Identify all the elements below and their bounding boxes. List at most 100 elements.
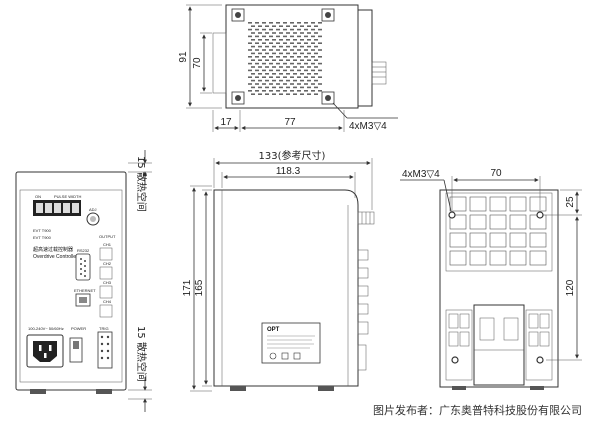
vent-slot — [276, 69, 280, 72]
vent-slot — [286, 45, 290, 48]
vent-slot — [286, 39, 290, 41]
vent-slot — [300, 86, 304, 89]
vent-slot — [272, 79, 276, 82]
panel-ethernet-label: ETHERNET — [74, 288, 96, 293]
vent-slot — [293, 86, 297, 89]
vent-slot — [293, 93, 297, 95]
vent-slot — [286, 66, 290, 68]
vent-slot — [300, 25, 304, 27]
vent-slot — [272, 32, 276, 34]
vent-slot — [283, 42, 287, 44]
vent-slot — [286, 32, 290, 34]
panel-pulse-width-label: PULSE WIDTH — [54, 194, 81, 199]
vent-slot — [283, 35, 287, 38]
output-channels: CH1 CH2 CH3 CH4 — [99, 242, 113, 318]
rib-cell — [449, 196, 467, 212]
vent-slot — [300, 45, 304, 48]
vent-slot — [314, 66, 318, 68]
back-view-frame — [445, 192, 553, 272]
vent-slot — [318, 35, 322, 38]
rib-cell — [529, 196, 547, 212]
vent-slot — [269, 56, 273, 58]
vent-slot — [311, 90, 315, 92]
vent-slot — [279, 52, 283, 55]
vent-slot — [265, 39, 269, 41]
vent-slot — [307, 59, 311, 61]
vent-slot — [262, 62, 266, 65]
vent-slot — [300, 39, 304, 41]
vent-slot — [307, 86, 311, 89]
vent-slot — [314, 86, 318, 89]
vent-slot — [290, 62, 294, 65]
dim-top-77: 77 — [284, 117, 296, 128]
vent-slot — [272, 73, 276, 75]
channel-label: CH1 — [103, 242, 112, 247]
vent-slot — [311, 62, 315, 65]
vent-slot — [251, 32, 255, 34]
vent-slot — [304, 56, 308, 58]
front-view: ON PULSE WIDTH ADJ EVT T900 EVT T900 超高速… — [15, 150, 152, 412]
product-label — [261, 322, 321, 364]
rib-cell — [489, 232, 507, 248]
screw-hole — [451, 356, 459, 364]
vent-slot — [276, 76, 280, 78]
vent-slot — [279, 86, 283, 89]
vent-slot — [269, 22, 273, 24]
vent-slot — [262, 83, 266, 85]
vent-slot — [279, 39, 283, 41]
channel-label: CH2 — [103, 261, 112, 266]
vent-slot — [258, 39, 262, 41]
back-lower-block — [445, 309, 473, 381]
channel-connector — [99, 285, 113, 299]
vent-slot — [258, 52, 262, 55]
vent-slot — [251, 45, 255, 48]
vent-slot — [307, 52, 311, 55]
vent-slot — [304, 22, 308, 24]
vent-slot — [300, 93, 304, 95]
vent-slot — [283, 83, 287, 85]
rib-cell — [529, 232, 547, 248]
vent-slot — [255, 62, 259, 65]
rib-cell — [449, 232, 467, 248]
side-view: OPT 133(参考尺寸) 118.3 171 165 — [182, 149, 375, 392]
vent-slot — [248, 62, 252, 65]
vent-slot — [262, 42, 266, 44]
vent-slot — [286, 25, 290, 27]
vent-slot — [304, 35, 308, 38]
panel-on-label: ON — [35, 194, 41, 199]
vent-slot — [297, 35, 301, 38]
vent-slot — [314, 93, 318, 95]
vent-slot — [262, 76, 266, 78]
vent-slot — [269, 83, 273, 85]
vent-slot — [272, 45, 276, 48]
vent-slot — [258, 59, 262, 61]
vent-slot — [262, 22, 266, 24]
rib-cell — [469, 250, 487, 266]
vent-slot — [300, 52, 304, 55]
panel-voltage-label: 100-240V~ 50/60Hz — [28, 326, 64, 331]
vent-slot — [248, 69, 252, 72]
vent-slot — [290, 76, 294, 78]
channel-connector — [99, 304, 113, 318]
vent-slot — [314, 25, 318, 27]
top-view-vent-grid — [248, 22, 322, 95]
vent-slot — [251, 93, 255, 95]
vent-slot — [311, 49, 315, 51]
top-view-connector-block — [357, 9, 373, 107]
vent-slot — [307, 39, 311, 41]
vent-slot — [255, 76, 259, 78]
dim-back-120: 120 — [565, 279, 576, 296]
panel-adj-label: ADJ — [89, 207, 97, 212]
vent-slot — [307, 79, 311, 82]
panel-trig-label: TRIG — [99, 326, 109, 331]
vent-slot — [300, 66, 304, 68]
front-view-inner-panel — [19, 189, 123, 383]
vent-slot — [283, 76, 287, 78]
vent-slot — [290, 49, 294, 51]
trig-terminal-block — [97, 331, 113, 369]
screw-hole — [235, 12, 241, 18]
vent-slot — [251, 73, 255, 75]
vent-slot — [248, 49, 252, 51]
vent-slot — [286, 73, 290, 75]
